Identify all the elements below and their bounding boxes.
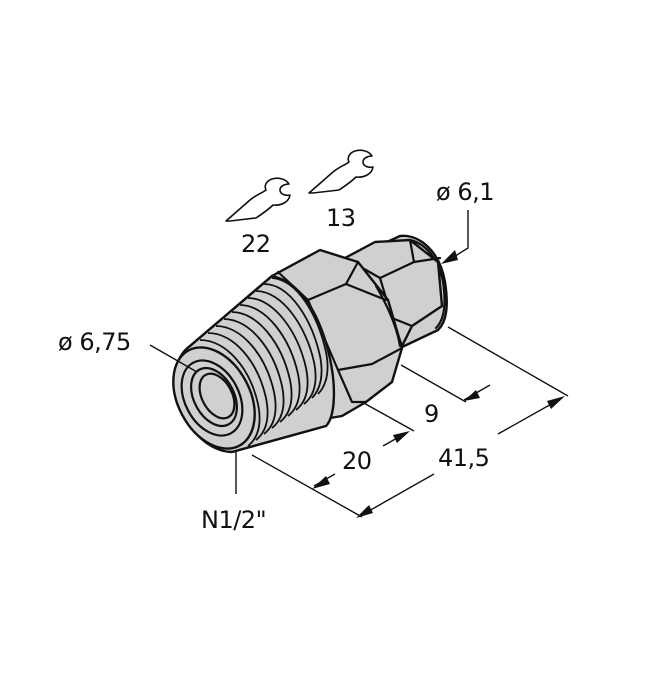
tube-diameter-label: ø 6,1 bbox=[436, 178, 494, 206]
thread-spec-label: N1/2" bbox=[201, 506, 267, 534]
dimension-20-label: 20 bbox=[342, 447, 372, 475]
wrench-size-large-label: 22 bbox=[241, 230, 271, 258]
dimension-41-5-label: 41,5 bbox=[438, 444, 490, 472]
bore-diameter-label: ø 6,75 bbox=[58, 328, 131, 356]
dimension-9 bbox=[400, 364, 491, 403]
leader-tube-diameter bbox=[441, 210, 469, 264]
front-face bbox=[172, 346, 256, 450]
wrench-icon-13 bbox=[308, 149, 374, 194]
leader-bore-diameter bbox=[149, 344, 198, 373]
dimension-41-5 bbox=[356, 326, 569, 518]
wrench-icon-22 bbox=[225, 177, 291, 222]
dimension-20 bbox=[251, 401, 415, 518]
dimension-9-label: 9 bbox=[424, 400, 439, 428]
wrench-size-small-label: 13 bbox=[326, 204, 356, 232]
